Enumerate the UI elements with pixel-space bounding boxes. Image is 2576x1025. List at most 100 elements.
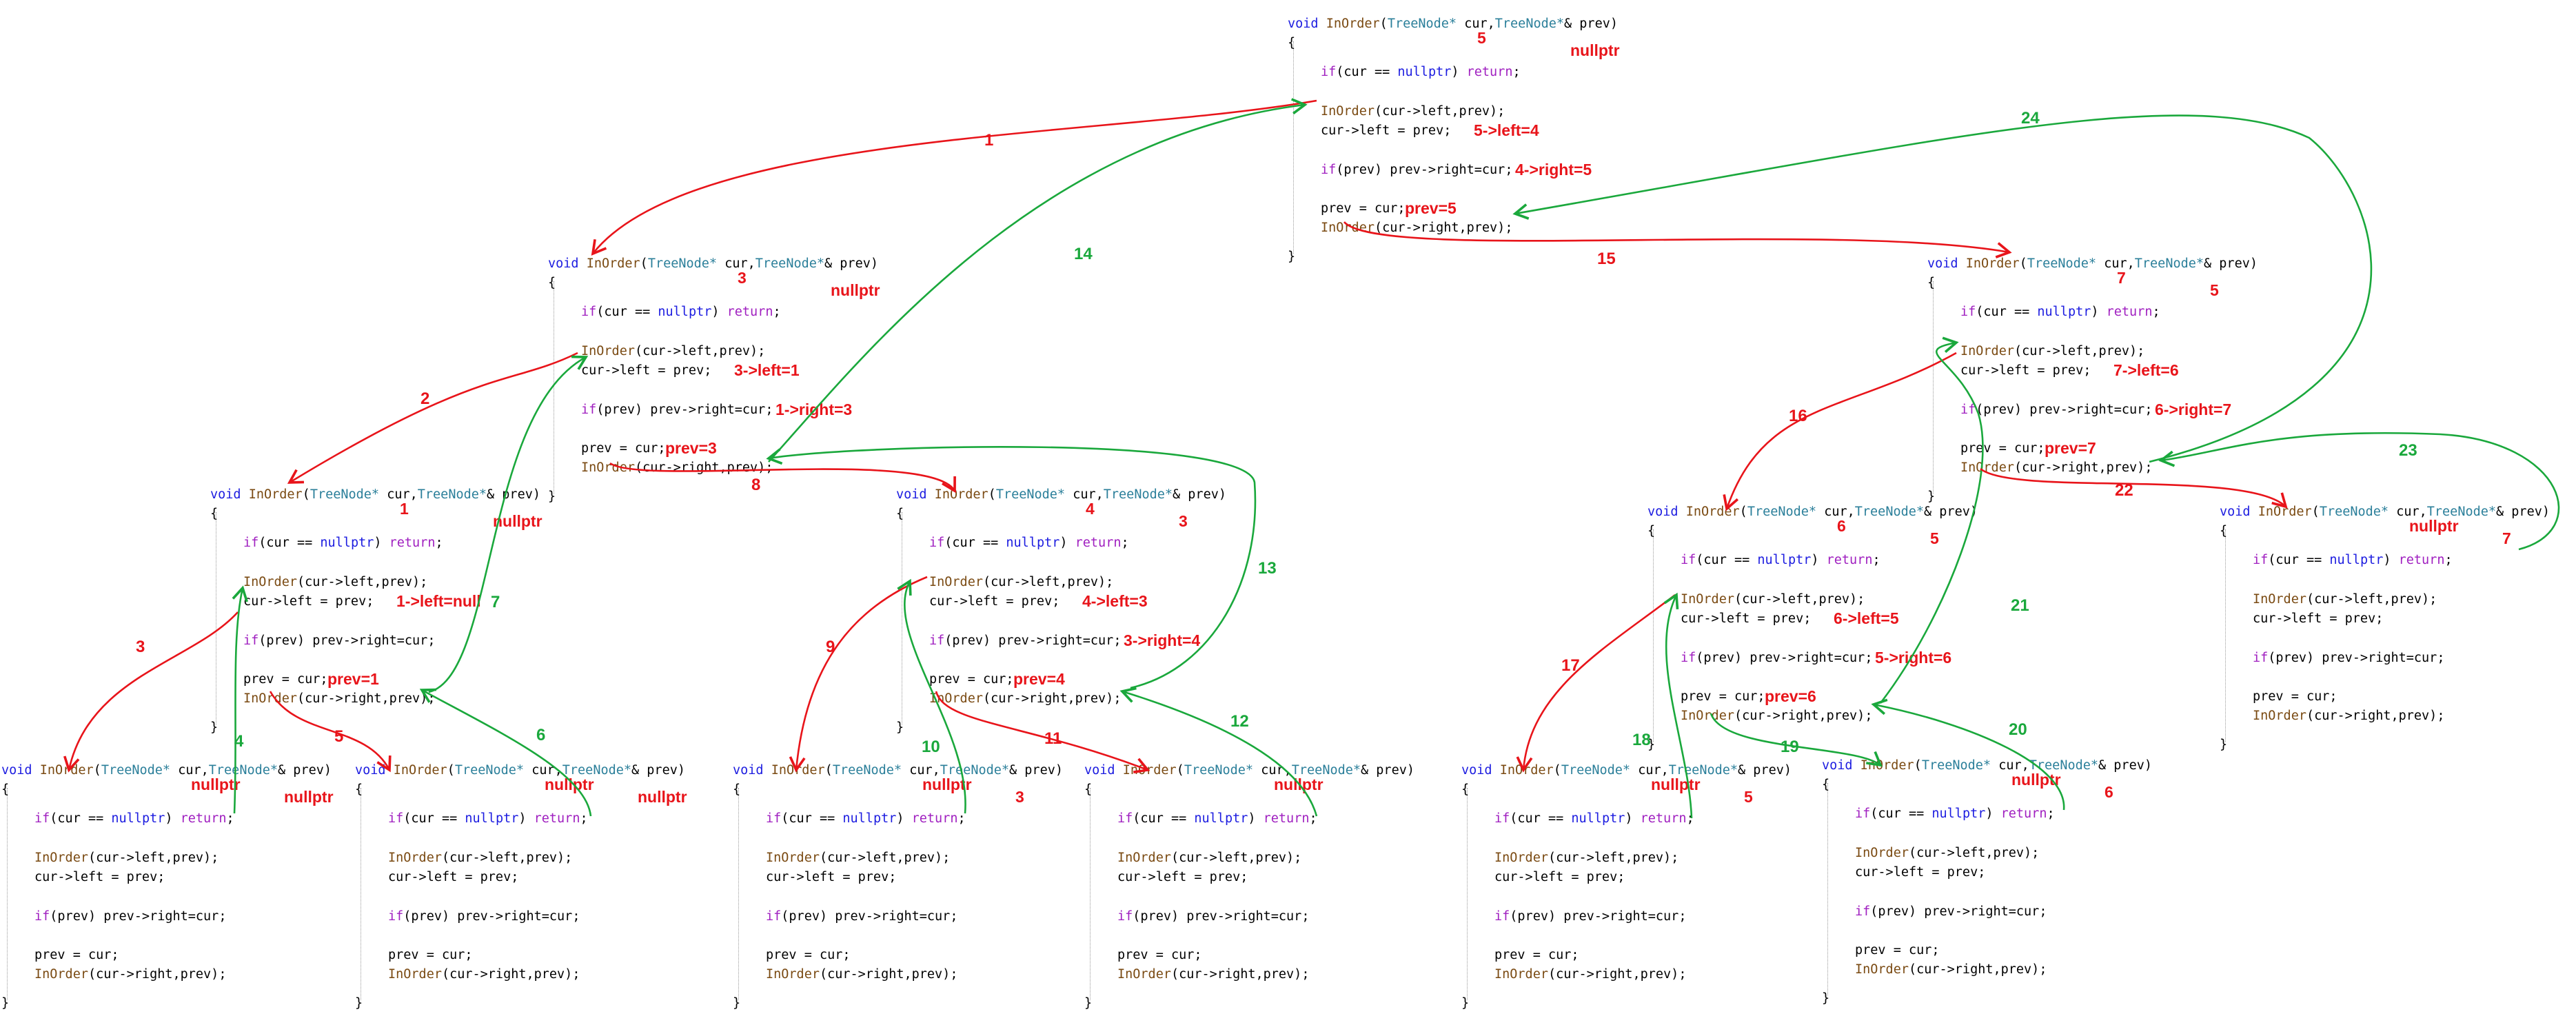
code-block-n1r: void InOrder(TreeNode* cur,TreeNode*& pr…: [355, 763, 727, 1025]
brace: }: [1822, 991, 1830, 1006]
param-prev: & prev): [1738, 763, 1792, 778]
call-name: InOrder: [1960, 460, 2014, 475]
condition: (cur ==: [2268, 553, 2330, 567]
paren-open: (: [1914, 758, 1922, 773]
semicolon: ;: [226, 811, 234, 826]
step-label-12: 12: [1230, 712, 1249, 731]
call-args: (cur->right,prev);: [1374, 221, 1513, 235]
paren-close: ): [1811, 553, 1827, 567]
step-label-24: 24: [2021, 109, 2040, 128]
function-signature: void InOrder(TreeNode* cur,TreeNode*& pr…: [1084, 763, 1414, 778]
step-label-10: 10: [922, 738, 940, 756]
null-check-line: if(cur == nullptr) return;: [1117, 811, 1317, 826]
prev-assign-line: prev = cur;: [388, 948, 473, 962]
call-args: (cur->right,prev);: [296, 691, 436, 706]
function-name: InOrder: [393, 763, 447, 778]
right-recursion-line: InOrder(cur->right,prev);: [1960, 460, 2152, 475]
return-keyword: return: [2000, 806, 2047, 821]
prev-value-label: 6: [2105, 783, 2113, 801]
param-type-prev: TreeNode*: [1494, 17, 1565, 31]
left-assign-line: cur->left = prev;: [1494, 870, 1625, 884]
code-block-n4r: void InOrder(TreeNode* cur,TreeNode*& pr…: [1084, 763, 1457, 1025]
semicolon: ;: [1872, 553, 1880, 567]
step-label-14: 14: [1074, 245, 1093, 263]
function-name: InOrder: [1965, 256, 2020, 271]
call-args: (cur->right,prev);: [2014, 460, 2153, 475]
param-type-prev: TreeNode*: [417, 487, 487, 502]
null-check-line: if(cur == nullptr) return;: [1960, 305, 2160, 319]
param-prev: & prev): [824, 256, 878, 271]
null-check-line: if(cur == nullptr) return;: [1321, 65, 1521, 79]
prev-note: prev=3: [665, 439, 717, 457]
prev-link-line: if(prev) prev->right=cur;: [1321, 163, 1512, 177]
paren-close: ): [518, 811, 534, 826]
paren-open: (: [1176, 763, 1184, 778]
statement: prev = cur;: [34, 948, 119, 962]
statement: (prev) prev->right=cur;: [944, 633, 1122, 648]
right-recursion-line: InOrder(cur->right,prev);: [1681, 709, 1872, 723]
code-block-n7r: void InOrder(TreeNode* cur,TreeNode*& pr…: [2220, 505, 2576, 767]
statement: prev = cur;: [581, 441, 666, 456]
left-recursion-line: InOrder(cur->left,prev);: [243, 575, 427, 589]
scope-guide: [1293, 41, 1294, 254]
function-signature: void InOrder(TreeNode* cur,TreeNode*& pr…: [2220, 505, 2550, 519]
step-label-21: 21: [2011, 596, 2029, 615]
return-keyword: return: [389, 536, 436, 550]
call-name: InOrder: [388, 967, 442, 982]
prev-link-line: if(prev) prev->right=cur;: [34, 909, 226, 924]
close-brace: }: [355, 996, 363, 1011]
semicolon: ;: [957, 811, 966, 826]
paren-close: ): [711, 305, 727, 319]
cur-value-label: nullptr: [2409, 517, 2459, 535]
condition: (cur ==: [1510, 811, 1572, 826]
step-label-15: 15: [1597, 250, 1616, 268]
brace: }: [210, 720, 219, 735]
brace: {: [733, 782, 741, 797]
param-prev: & prev): [1173, 487, 1226, 502]
nullptr-keyword: nullptr: [1006, 536, 1060, 550]
prev-assign-line: prev = cur;: [581, 441, 666, 456]
return-keyword: return: [1826, 553, 1873, 567]
prev-value-label: nullptr: [638, 788, 687, 806]
left-assign-line: cur->left = prev;: [929, 594, 1059, 609]
if-keyword: if: [1855, 806, 1871, 821]
paren-open: (: [1739, 505, 1747, 519]
code-block-n4: void InOrder(TreeNode* cur,TreeNode*& pr…: [896, 487, 1268, 749]
param-prev: & prev): [1924, 505, 1978, 519]
return-keyword: return: [1263, 811, 1310, 826]
void-keyword: void: [1647, 505, 1679, 519]
function-signature: void InOrder(TreeNode* cur,TreeNode*& pr…: [896, 487, 1226, 502]
nullptr-keyword: nullptr: [842, 811, 897, 826]
right-recursion-line: InOrder(cur->right,prev);: [1117, 967, 1309, 982]
open-brace: {: [1, 782, 9, 797]
call-args: (cur->right,prev);: [1734, 709, 1873, 723]
condition: (cur ==: [1696, 553, 1758, 567]
if-keyword: if: [581, 305, 597, 319]
prev-value-label: nullptr: [1570, 41, 1620, 59]
if-keyword: if: [1494, 811, 1510, 826]
paren-open: (: [640, 256, 648, 271]
call-args: (cur->left,prev);: [1374, 104, 1505, 119]
call-name: InOrder: [1855, 962, 1909, 977]
param-type-cur: TreeNode*: [454, 763, 525, 778]
if-keyword: if: [1960, 305, 1976, 319]
paren-close: ): [165, 811, 181, 826]
statement: cur->left = prev;: [1960, 363, 2091, 378]
recursion-trace-diagram: void InOrder(TreeNode* cur,TreeNode*& pr…: [1, 17, 2576, 1011]
condition: (cur ==: [1133, 811, 1195, 826]
semicolon: ;: [1512, 65, 1521, 79]
if-keyword: if: [1117, 909, 1133, 924]
scope-guide: [738, 788, 739, 1000]
void-keyword: void: [733, 763, 764, 778]
right-recursion-line: InOrder(cur->right,prev);: [388, 967, 580, 982]
step-label-18: 18: [1632, 731, 1651, 749]
cur-value-label: 6: [1837, 517, 1846, 535]
left-recursion-line: InOrder(cur->left,prev);: [2253, 592, 2437, 607]
statement: cur->left = prev;: [766, 870, 897, 884]
prev-value-label: 5: [1744, 788, 1753, 806]
prev-assign-line: prev = cur;: [1494, 948, 1579, 962]
step-label-6: 6: [536, 726, 546, 744]
close-brace: }: [548, 489, 556, 504]
close-brace: }: [896, 720, 904, 735]
param-type-cur: TreeNode*: [1747, 505, 1817, 519]
